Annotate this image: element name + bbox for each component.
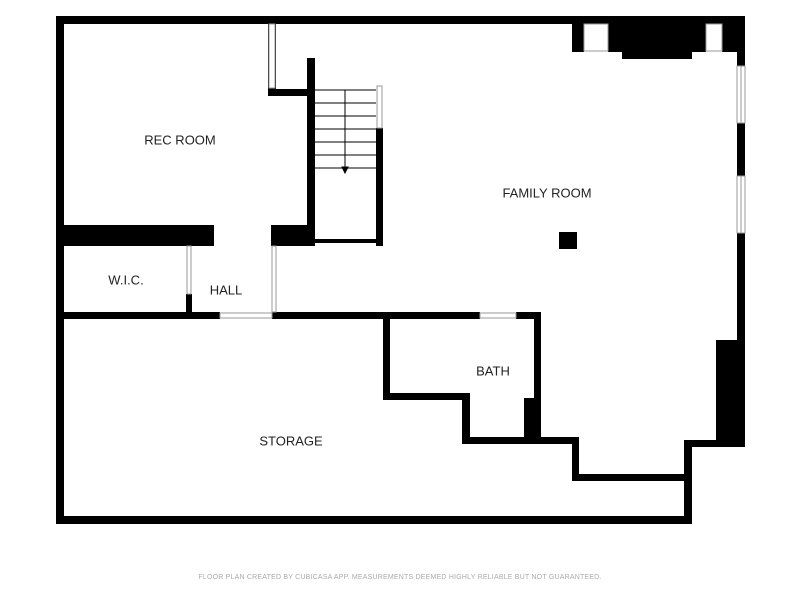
storage-wall-step-side [572,437,579,481]
wic-wall-right [186,294,192,318]
windows [736,65,746,234]
room-label-storage: STORAGE [259,433,323,448]
stair-wall-right [376,128,383,246]
fireplace-right-block [722,16,745,52]
walls [56,16,745,524]
rec-room-wall-notch [268,89,314,96]
exterior-wall-left [56,16,64,524]
room-labels: REC ROOM FAMILY ROOM W.I.C. HALL BATH ST… [108,132,591,448]
fireplace-window-right [705,23,723,52]
fireplace-hearth [622,16,692,59]
room-label-hall: HALL [210,282,243,297]
stair-direction-arrow-icon [341,166,349,175]
bath-wall-left [383,312,390,400]
wic-doorway [186,245,192,295]
exterior-wall-bottom [56,516,692,524]
room-label-wic: W.I.C. [108,272,143,287]
fireplace-openings [583,23,723,52]
bath-wall-step-top [383,393,470,400]
doors-and-openings [186,23,517,319]
rec-room-wall-bottom-right [271,225,315,246]
bath-wall-right [534,312,541,444]
room-label-rec-room: REC ROOM [144,132,216,147]
stair-landing-wall [315,239,383,243]
exterior-wall-top [56,16,745,24]
hall-wall-bottom-right [272,312,480,319]
stair-handrail [376,85,383,129]
rec-room-doorway [268,23,276,89]
exterior-wall-right-lower [684,440,692,524]
family-room-column-right [716,340,745,445]
floor-plan-disclaimer: FLOOR PLAN CREATED BY CUBICASA APP. MEAS… [198,574,602,581]
hall-doorway-bottom [219,312,273,319]
bath-wall-step-side [462,393,470,444]
fireplace-left-block [572,16,584,52]
exterior-wall-right-step-bottom [684,440,745,447]
room-label-family-room: FAMILY ROOM [502,185,591,200]
bath-doorway [479,312,517,319]
hall-wall-bottom-left [56,312,220,319]
staircase [315,89,376,175]
bath-wall-bottom [462,437,579,444]
fireplace-window-left [583,23,609,52]
room-label-bath: BATH [476,363,510,378]
bath-wall-top-right [516,312,541,319]
rec-room-wall-right-lower [307,58,315,246]
bath-vanity [524,398,541,444]
hall-doorway-right [271,245,277,313]
storage-wall-step-bottom [572,474,692,481]
rec-room-wall-bottom-left [56,225,214,246]
family-room-column [559,232,577,249]
